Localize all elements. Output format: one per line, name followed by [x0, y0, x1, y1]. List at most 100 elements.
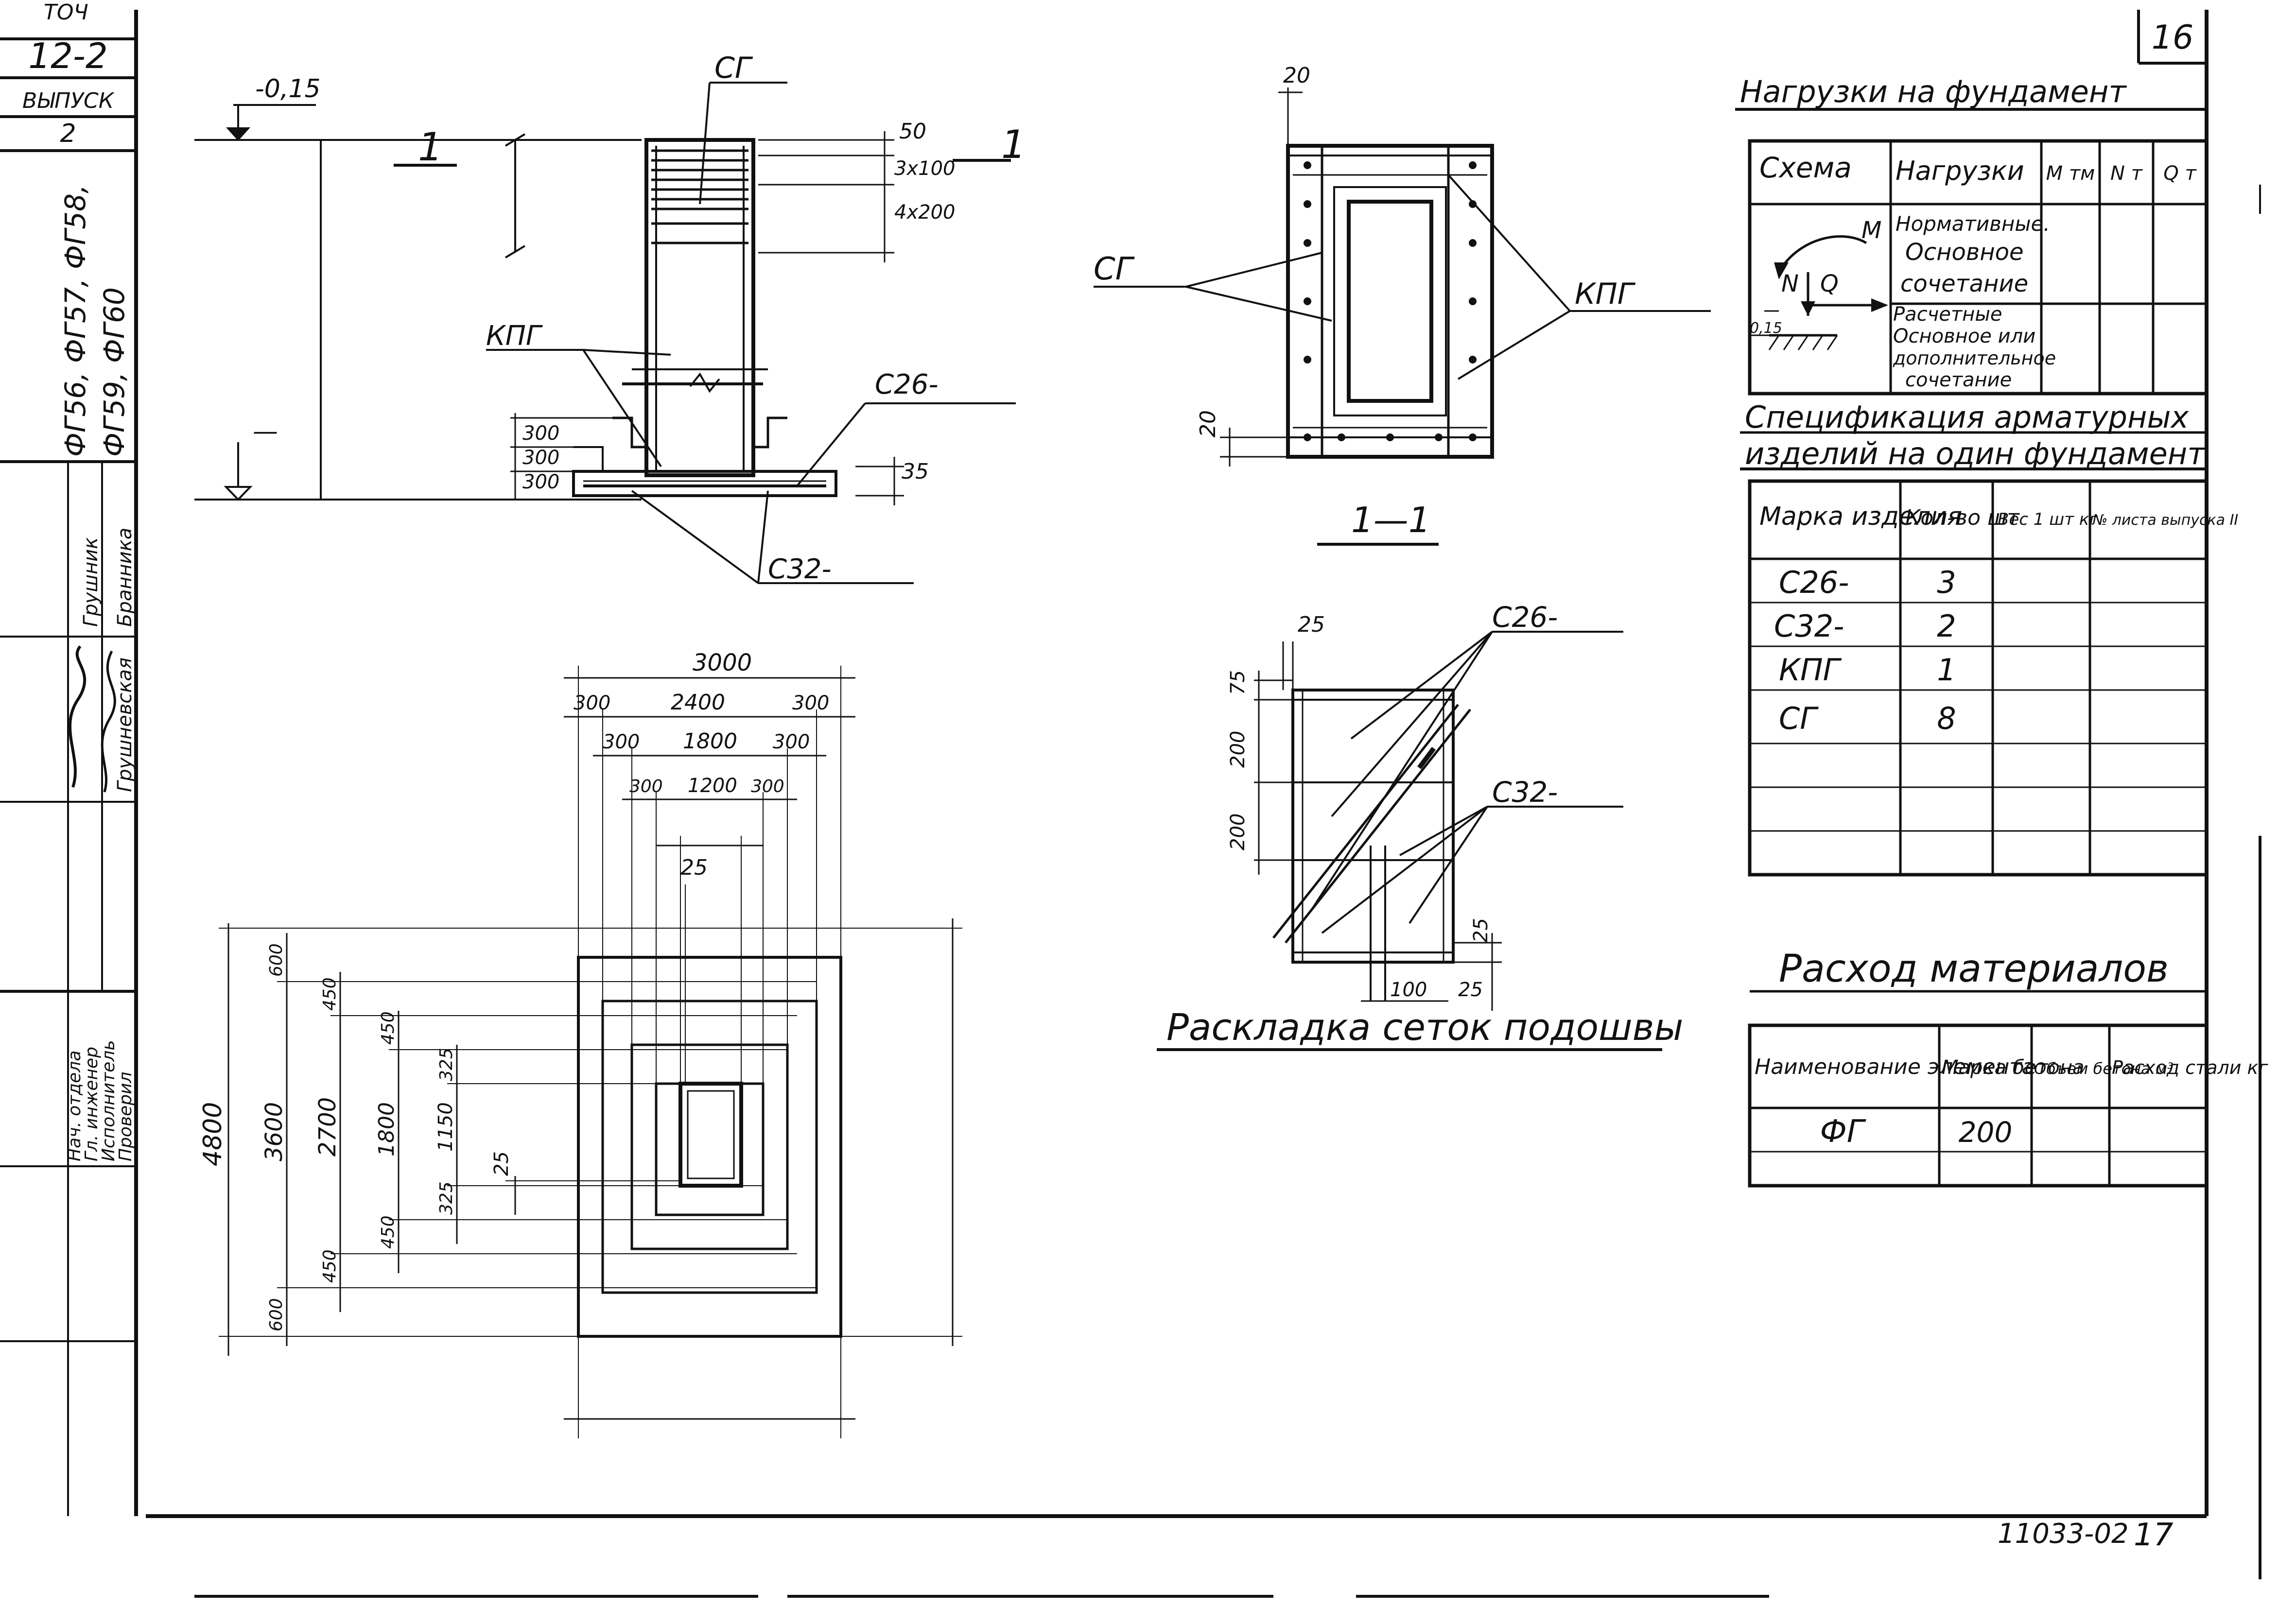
mesh-layout: [1157, 631, 1662, 1051]
loads-row2-line2: Основное или: [1893, 325, 2035, 347]
mesh-dim-100: 100: [1390, 979, 1427, 1001]
mesh-dim-200-b: 200: [1227, 813, 1249, 850]
plan-dim-300-b: 300: [792, 692, 829, 714]
page-number: 16: [2152, 18, 2194, 57]
materials-header-grade: Марка бетона: [1942, 1056, 2085, 1079]
page-footer-number: 17: [2134, 1517, 2174, 1553]
plan-dim-300-e: 300: [629, 777, 663, 796]
mesh-dim-25-right: 25: [1470, 918, 1492, 943]
loads-header-m: М тм: [2046, 162, 2095, 185]
stamp-role-1: Проверил: [116, 1071, 136, 1161]
spec-header-qty: Кол-во шт: [1905, 505, 2020, 530]
section-cut-mark-right: 1: [1001, 122, 1026, 167]
loads-row1-line2: Основное: [1905, 239, 2024, 266]
section11-dim-left: 20: [1196, 410, 1220, 437]
doc-code: 11033-02: [1998, 1518, 2129, 1550]
spec-row4-qty: 8: [1937, 701, 1956, 736]
stamp-marks-line1: ФГ56, ФГ57, ФГ58,: [59, 185, 92, 457]
spec-header-sheet: № листа выпуска II: [2091, 512, 2238, 529]
loads-row2-line3: дополнительное: [1893, 347, 2056, 369]
plan-dim-2400: 2400: [671, 690, 725, 715]
materials-row1-name: ФГ: [1820, 1114, 1866, 1150]
section11-title: 1—1: [1351, 500, 1431, 540]
side-stamp: [0, 37, 136, 1516]
section-dim-50: 50: [899, 119, 926, 144]
stamp-name-2: Грушник: [80, 537, 102, 627]
section-view: [194, 82, 1016, 584]
plan-dim-300-f: 300: [751, 777, 784, 796]
plan-dim-4800: 4800: [198, 1102, 227, 1166]
plan-dim-450-d: 450: [320, 1249, 340, 1283]
loads-scheme-n: N: [1781, 270, 1799, 297]
section-dim-step-2: 300: [522, 447, 559, 469]
plan-dim-1150: 1150: [435, 1102, 457, 1152]
materials-header-steel: Расход стали кг: [2112, 1057, 2269, 1078]
section-label-sg: СГ: [714, 51, 753, 85]
spec-row1-mark: С26-: [1779, 565, 1849, 600]
stamp-role-2: Исполнитель: [99, 1040, 119, 1161]
stamp-name-3: Бранника: [114, 528, 136, 627]
stamp-signatures: [69, 645, 116, 793]
section11-label-sg: СГ: [1094, 251, 1135, 287]
section-dim-4x200: 4х200: [894, 201, 955, 224]
section-dim-step-3: 300: [522, 471, 559, 493]
plan-dim-1200: 1200: [688, 775, 737, 797]
plan-dim-3600: 3600: [261, 1102, 288, 1161]
stamp-issue-value: 2: [60, 119, 76, 148]
spec-row1-qty: 3: [1937, 565, 1956, 600]
loads-row1-line1: Нормативные.: [1896, 212, 2050, 236]
section-1-1: [1094, 87, 1711, 546]
plan-dim-325-a: 325: [436, 1048, 456, 1081]
loads-table: [1735, 108, 2209, 396]
plan-dim-300-a: 300: [574, 692, 610, 714]
section-dim-step-1: 300: [522, 422, 559, 445]
plan-dim-600-top: 600: [266, 943, 286, 977]
loads-row2-line4: сочетание: [1905, 369, 2012, 391]
spec-row3-qty: 1: [1937, 652, 1956, 688]
loads-table-title: Нагрузки на фундамент: [1740, 74, 2127, 109]
stamp-marks-line2: ФГ59, ФГ60: [98, 287, 131, 457]
plan-dim-2700: 2700: [314, 1097, 341, 1157]
plan-dim-25-v: 25: [490, 1151, 513, 1176]
mesh-label-c26: С26-: [1492, 601, 1558, 634]
section-level-mark: —: [253, 417, 278, 446]
spec-row4-mark: СГ: [1779, 701, 1819, 736]
plan-dim-25: 25: [680, 855, 708, 880]
plan-dim-1800-v: 1800: [374, 1102, 399, 1157]
materials-header-volume: Объем бетона м³: [2034, 1059, 2174, 1078]
loads-scheme-level: 0,15: [1750, 320, 1782, 337]
spec-table: [1740, 431, 2209, 877]
mesh-label-c32: С32-: [1492, 776, 1558, 809]
plan-dim-450-a: 450: [320, 977, 340, 1011]
plan-view: [219, 666, 962, 1438]
section-cut-mark-left: 1: [418, 124, 443, 170]
loads-row1-line3: сочетание: [1900, 270, 2028, 297]
mesh-dim-25-top: 25: [1298, 612, 1325, 637]
plan-dim-1800: 1800: [683, 729, 737, 754]
loads-header-scheme: Схема: [1759, 151, 1852, 184]
plan-dim-600-bottom: 600: [266, 1298, 286, 1331]
loads-row2-line1: Расчетные: [1893, 303, 2002, 326]
loads-scheme-q: Q: [1820, 270, 1839, 297]
section-label-c26: С26-: [875, 369, 939, 400]
plan-dim-3000: 3000: [693, 649, 752, 676]
spec-title-line1: Спецификация арматурных: [1745, 399, 2189, 435]
stamp-series: 12-2: [28, 35, 107, 76]
section-dim-3x100: 3х100: [894, 157, 955, 180]
stamp-role-3: Гл. инженер: [82, 1047, 102, 1161]
section11-label-kpg: КПГ: [1575, 277, 1636, 311]
section-label-kpg: КПГ: [486, 320, 543, 352]
spec-row2-qty: 2: [1937, 608, 1956, 644]
plan-dim-300-c: 300: [603, 731, 640, 753]
spec-row3-mark: КПГ: [1779, 652, 1842, 688]
spec-title-line2: изделий на один фундамент: [1745, 436, 2206, 471]
stamp-name-1: Грушневская: [114, 657, 136, 792]
spec-row2-mark: С32-: [1774, 608, 1844, 644]
materials-header-name: Наименование элемента: [1755, 1054, 2035, 1079]
section11-dim-top: 20: [1283, 63, 1310, 88]
loads-header-q: Q т: [2163, 162, 2197, 185]
plan-dim-300-d: 300: [773, 731, 810, 753]
section-label-c32: С32-: [768, 553, 832, 585]
loads-header-loads: Нагрузки: [1896, 156, 2024, 186]
